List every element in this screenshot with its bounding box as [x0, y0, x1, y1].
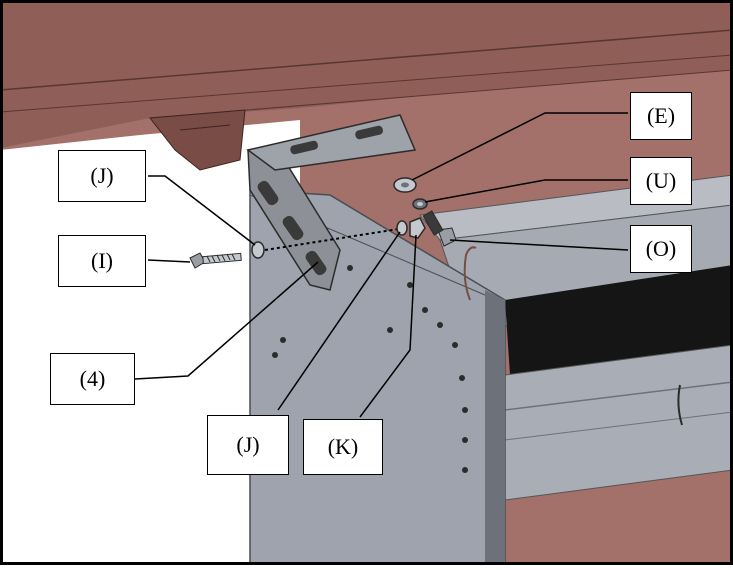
panel-holes: [272, 217, 468, 473]
ceiling-edge-line-2: [0, 54, 733, 113]
callout-u: (U): [630, 157, 692, 205]
leader-lines: [134, 112, 629, 418]
callout-j-bottom: (J): [207, 415, 289, 475]
ceiling-slab: [0, 0, 733, 148]
leader-4: [134, 261, 319, 380]
washer-e-hole: [401, 182, 409, 188]
leader-j-top: [148, 175, 256, 246]
bolt-i: [189, 252, 242, 269]
leader-o: [449, 239, 629, 251]
leader-i: [147, 259, 191, 263]
rail-handle: [677, 384, 683, 426]
ceiling-hanger-line: [179, 124, 231, 131]
callout-k: (K): [303, 419, 383, 475]
leader-j-bottom: [277, 231, 401, 411]
mesh-panel: [505, 265, 733, 375]
leader-k: [359, 234, 417, 418]
callout-j-top: (J): [58, 150, 146, 202]
washer-j-left: [251, 241, 265, 259]
washer-j-right: [396, 220, 408, 236]
rail-lower-line-2: [504, 411, 733, 441]
callout-part-4: (4): [50, 353, 135, 405]
ceiling-edge-line-3: [149, 69, 733, 119]
leader-u: [424, 179, 628, 203]
side-panel-edge: [485, 290, 505, 565]
callout-e: (E): [630, 92, 692, 140]
callout-i: (I): [58, 235, 146, 287]
washer-u-hole: [417, 202, 423, 206]
callout-o: (O): [630, 225, 692, 273]
rail-lower-line: [504, 381, 733, 411]
ceiling-hanger: [149, 109, 246, 171]
nut-k: [409, 217, 426, 239]
leader-e: [411, 112, 628, 181]
cable: [463, 246, 477, 301]
bracket-slots: [257, 125, 383, 276]
ceiling-edge-line: [0, 29, 733, 91]
